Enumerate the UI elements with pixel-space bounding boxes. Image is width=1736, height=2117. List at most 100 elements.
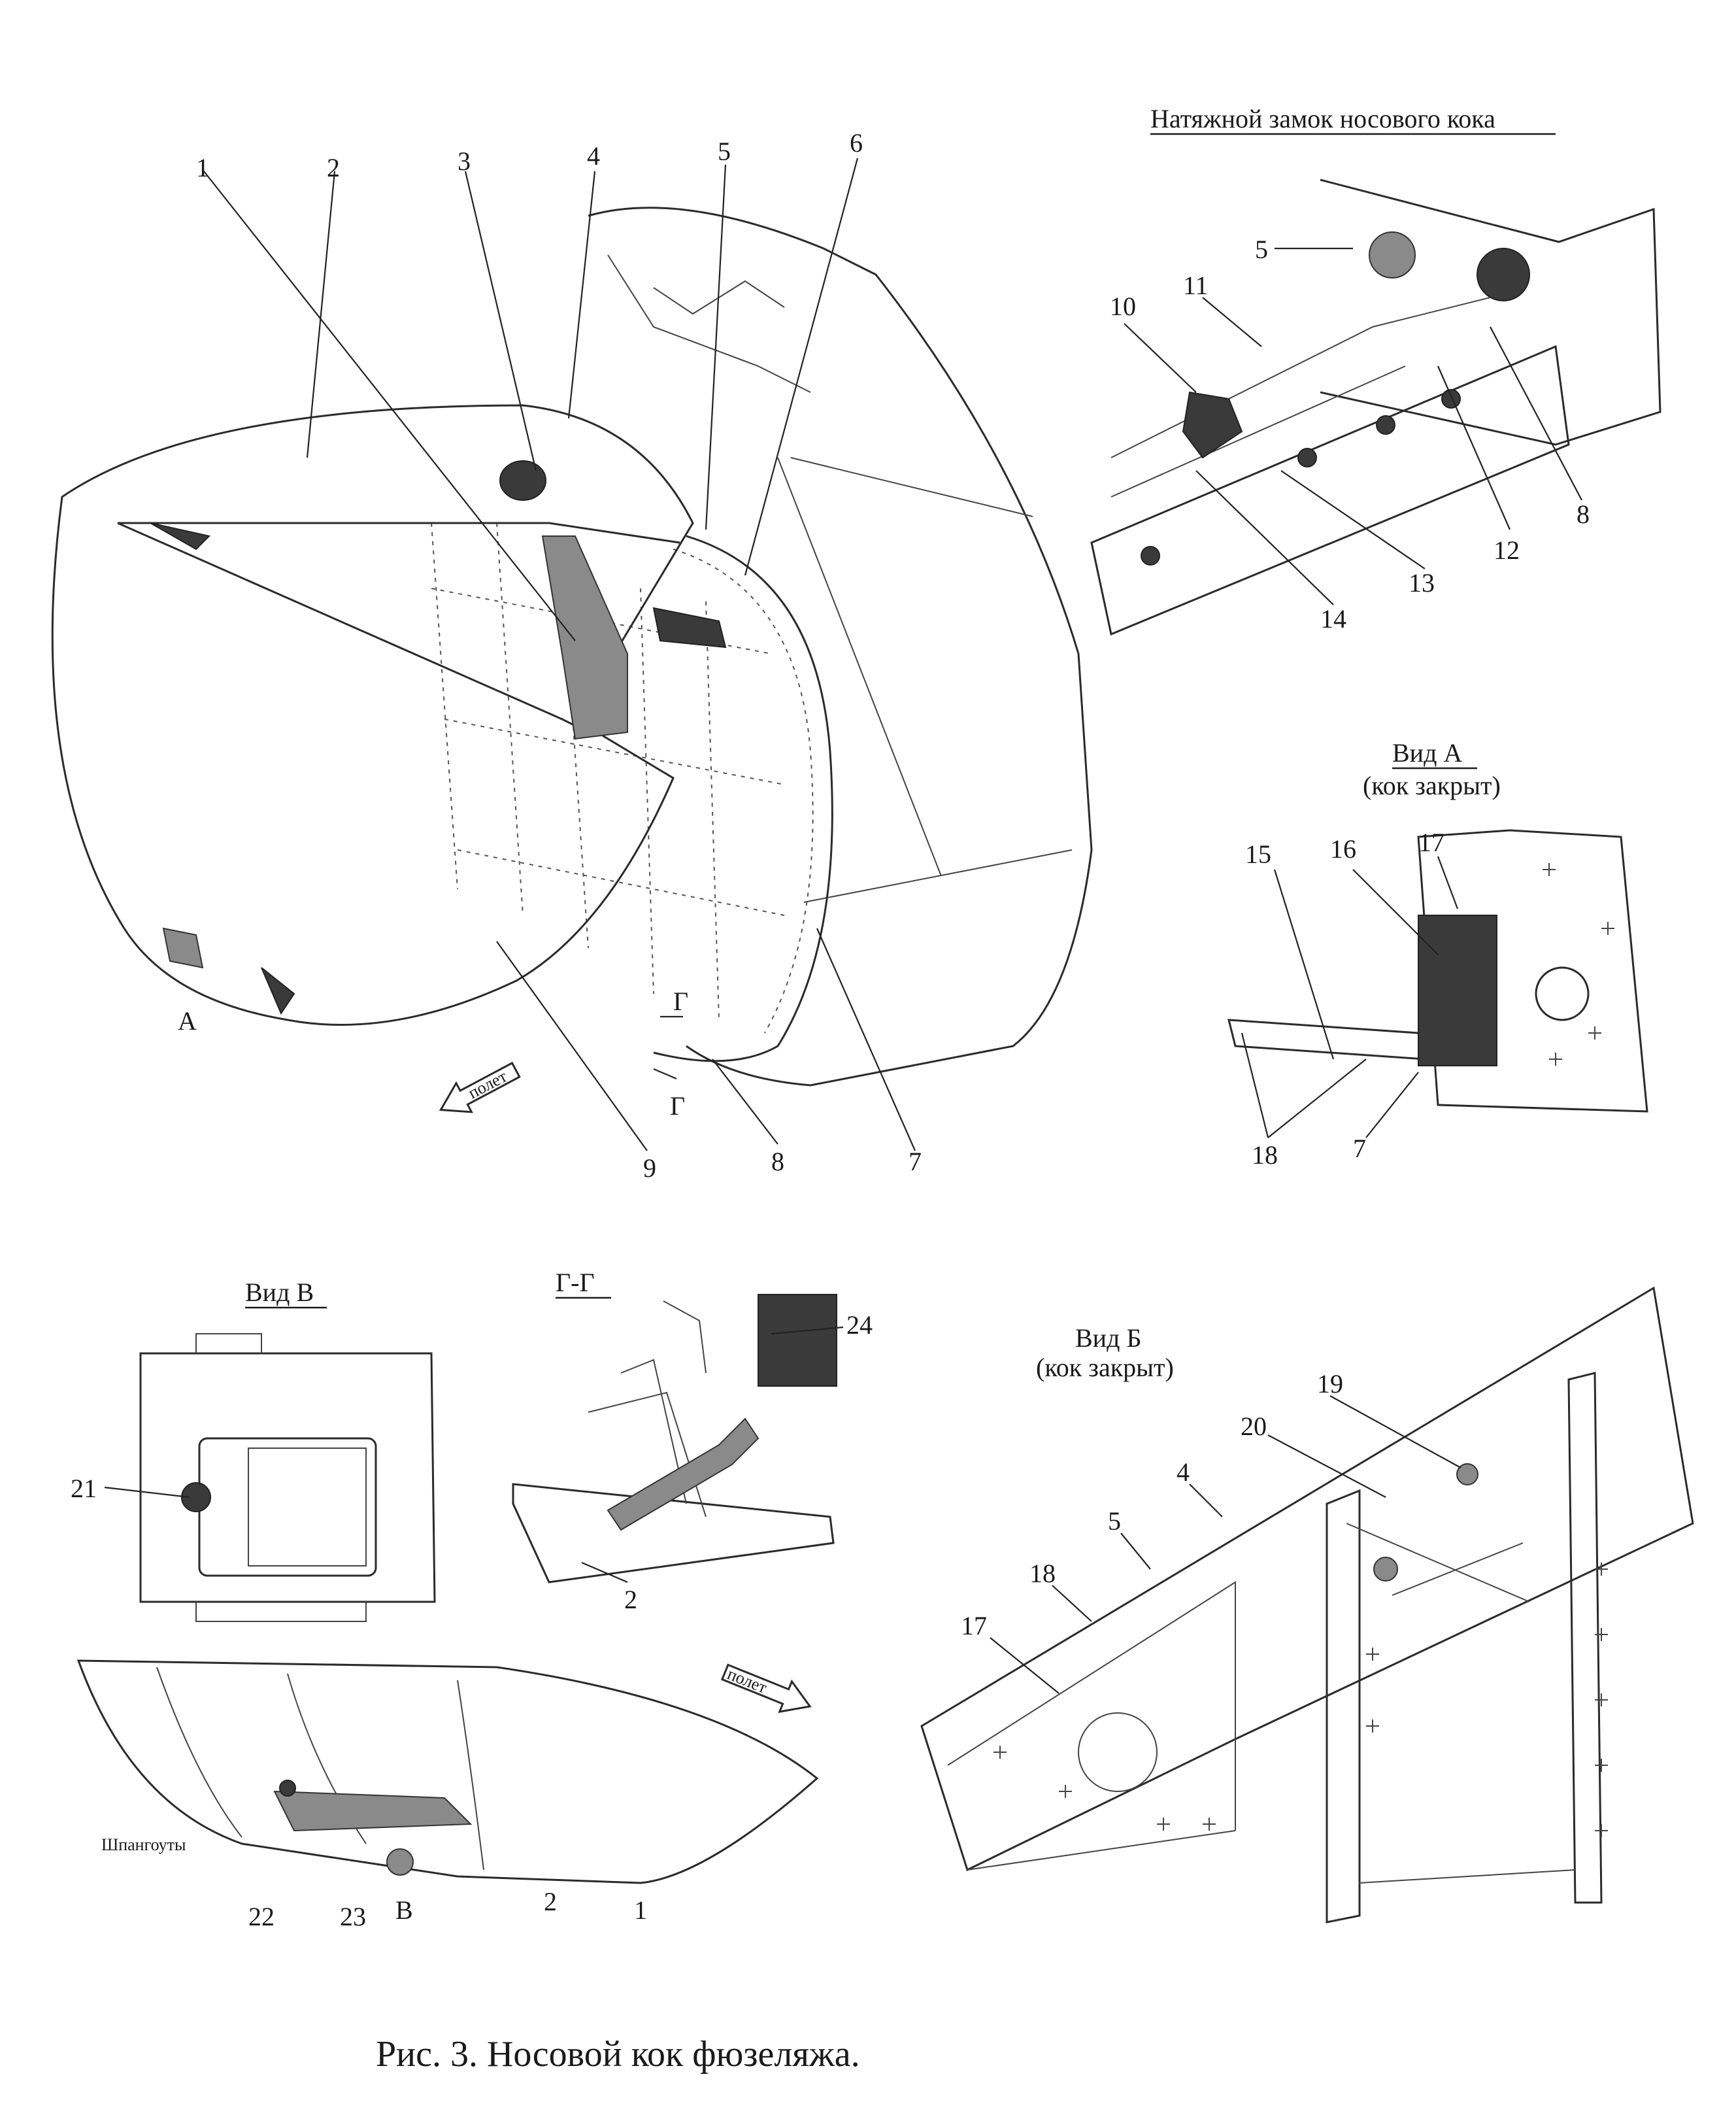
fuselage-panel-lines [777, 457, 1073, 903]
fuselage-outline [588, 207, 1093, 1087]
leader-2 [306, 171, 336, 458]
callout-2: 2 [327, 153, 340, 182]
opening-seal-ring [653, 535, 833, 1062]
lock-callout-14: 14 [1320, 604, 1346, 634]
lock-leader-13 [1280, 470, 1426, 569]
view-b-callout-4: 4 [1177, 1457, 1190, 1487]
lock-bolt-3 [1441, 389, 1461, 409]
bottom-pin [279, 1780, 296, 1797]
callout-8: 8 [771, 1147, 784, 1176]
view-v-hatch-inner [248, 1448, 367, 1567]
cap-pin-hole [499, 460, 546, 501]
section-gg-latch-box [758, 1294, 837, 1387]
view-b-callout-5: 5 [1108, 1506, 1121, 1536]
section-gg-skin [512, 1483, 835, 1584]
lock-base-plate [1090, 345, 1570, 636]
view-b-pivot-link [1373, 1557, 1398, 1582]
view-a-detail: Вид А (кок закрыт) 15 16 17 18 7 [1227, 738, 1648, 1170]
view-b-skin-edge [920, 1286, 1694, 1872]
view-v-title: Вид В [245, 1278, 314, 1307]
section-gg-callout-24: 24 [846, 1310, 873, 1340]
view-a-latch-block [1418, 915, 1497, 1066]
view-a-crosses [1543, 863, 1614, 1066]
view-marker-a: A [178, 1006, 197, 1036]
lock-leader-10 [1124, 323, 1197, 393]
bottom-hatch [273, 1790, 473, 1832]
view-v-lock-button [181, 1482, 211, 1512]
callout-9: 9 [643, 1153, 656, 1183]
lock-callout-12: 12 [1494, 535, 1520, 565]
lock-tension-nut [1477, 248, 1530, 301]
leader-4 [567, 171, 596, 419]
bottom-callout-23: 23 [340, 1902, 366, 1931]
tension-lock-title: Натяжной замок носового кока [1150, 104, 1495, 133]
view-v-panel-notches [195, 1333, 367, 1622]
section-arrow-bottom [653, 1068, 677, 1080]
section-gg-callout-2: 2 [624, 1585, 637, 1614]
view-b-leader-20 [1267, 1434, 1386, 1498]
cap-edge-shade [150, 522, 210, 550]
hinge-arm [541, 535, 628, 740]
nose-cap-outline [51, 404, 694, 1026]
leader-7 [816, 928, 916, 1151]
lock-bolt-2 [1376, 415, 1395, 435]
lock-leader-12 [1437, 365, 1511, 530]
lock-hook [1182, 391, 1243, 459]
flight-arrow-bottom-shape [720, 1663, 812, 1714]
view-b-subtitle: (кок закрыт) [1036, 1353, 1174, 1382]
view-b-rivet-crosses [993, 1563, 1608, 1837]
lock-bolt-4 [1141, 546, 1160, 566]
callout-7: 7 [909, 1147, 922, 1176]
view-a-leader-17 [1437, 856, 1459, 909]
section-gg-leader-24 [771, 1326, 844, 1335]
lock-callout-5: 5 [1255, 235, 1268, 264]
lock-bolt-1 [1297, 448, 1317, 467]
cap-lower-latch [162, 927, 204, 969]
view-a-callout-15: 15 [1245, 839, 1271, 869]
leader-6 [744, 158, 859, 576]
view-a-callout-17: 17 [1418, 828, 1444, 857]
view-b-leader-19 [1329, 1395, 1461, 1468]
lock-leader-14 [1195, 470, 1334, 605]
section-marker-top: Г [673, 987, 688, 1016]
view-v-leader-21 [104, 1486, 190, 1499]
callout-1: 1 [196, 153, 209, 182]
bottom-callout-v: В [395, 1895, 413, 1925]
view-b-leader-4 [1189, 1483, 1223, 1517]
lock-leader-8 [1490, 326, 1582, 501]
lock-tension-knob [1369, 231, 1416, 279]
view-v-panel [139, 1352, 436, 1603]
callout-3: 3 [458, 146, 471, 176]
bottom-drain-valve [386, 1848, 414, 1876]
view-a-leader-18b [1267, 1058, 1367, 1138]
nose-cap-inner-edge [117, 522, 680, 727]
view-a-subtitle: (кок закрыт) [1363, 771, 1501, 800]
view-b-pivot-19 [1456, 1463, 1478, 1485]
view-a-leader-18a [1241, 1032, 1269, 1138]
view-a-callout-18: 18 [1252, 1140, 1278, 1170]
hinge-bracket [652, 607, 727, 649]
section-marker-bottom: Г [670, 1091, 685, 1121]
flight-arrow-bottom: полет [720, 1663, 812, 1714]
callout-4: 4 [587, 141, 600, 171]
bottom-frames [156, 1667, 484, 1871]
view-b-leader-18 [1052, 1585, 1092, 1622]
view-a-latch-ring [1535, 966, 1590, 1021]
view-b-callout-19: 19 [1317, 1369, 1343, 1398]
main-view: 1 2 3 4 5 6 7 8 9 A Г Г полет [51, 128, 1093, 1183]
view-b-bulkhead [947, 1581, 1236, 1871]
bottom-fuselage-outline [76, 1659, 819, 1884]
section-gg-detail: Г-Г 24 2 [512, 1268, 873, 1614]
section-gg-title: Г-Г [556, 1268, 595, 1297]
view-a-callout-7: 7 [1353, 1134, 1366, 1163]
bottom-callout-2: 2 [544, 1887, 557, 1916]
lock-callout-10: 10 [1110, 292, 1136, 321]
cap-lower-shade [261, 967, 295, 1015]
view-a-callout-16: 16 [1330, 834, 1356, 864]
flight-arrow-shape [439, 1061, 521, 1113]
view-v-hatch [198, 1437, 377, 1577]
fuselage-window-frame [607, 254, 811, 393]
callout-5: 5 [718, 137, 731, 166]
view-b-callout-17: 17 [961, 1611, 987, 1640]
lock-callout-8: 8 [1577, 500, 1590, 529]
